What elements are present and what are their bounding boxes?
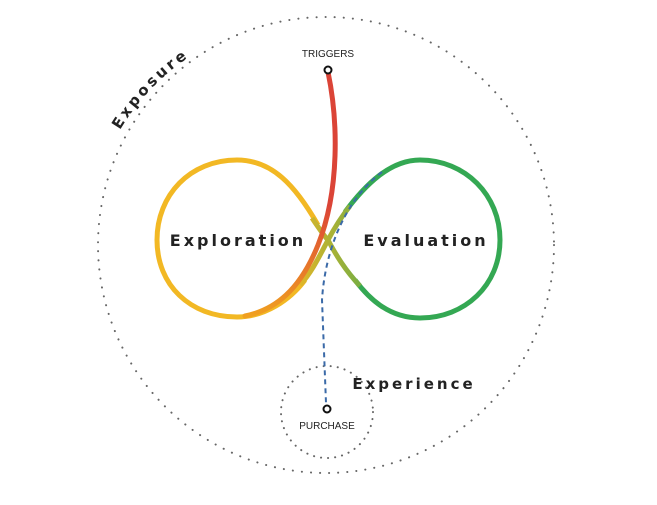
exposure-label: Exposure [108, 45, 192, 132]
triggers-path [242, 69, 338, 319]
purchase-label: PURCHASE [299, 421, 355, 432]
evaluation-loop [342, 157, 503, 321]
evaluation-label: Evaluation [363, 231, 488, 250]
triggers-node [323, 65, 333, 75]
experience-label: Experience [352, 375, 475, 393]
exposure-circle [97, 16, 555, 474]
exploration-label: Exploration [170, 231, 306, 250]
infinity-crossing [298, 204, 362, 288]
purchase-path [320, 171, 383, 404]
experience-circle [280, 365, 374, 459]
triggers-label: TRIGGERS [302, 49, 355, 60]
purchase-node [322, 404, 332, 414]
